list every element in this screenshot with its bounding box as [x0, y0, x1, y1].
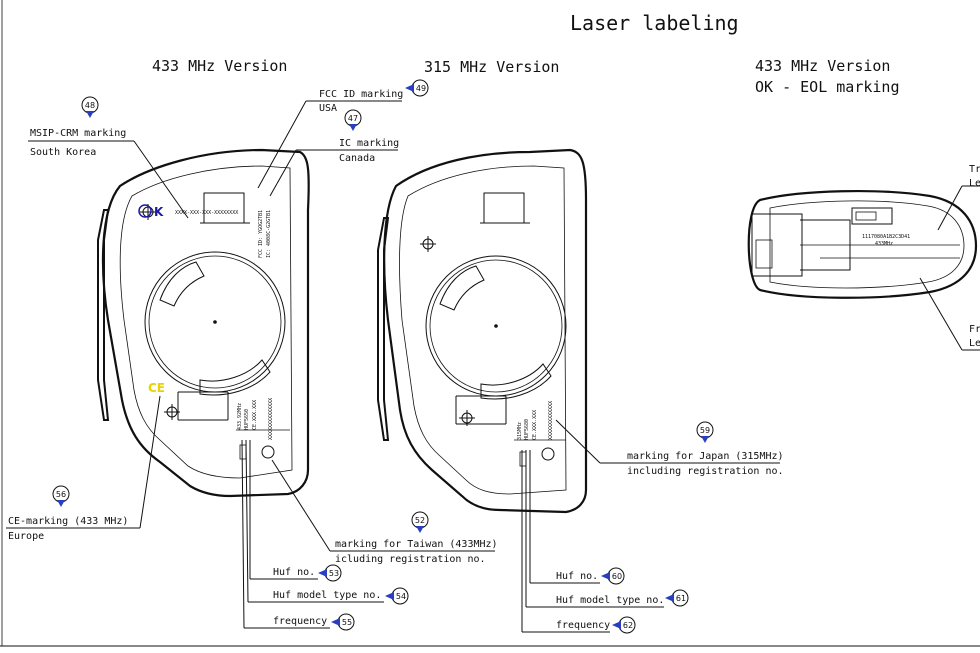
edge-label-top-2: Le [969, 178, 980, 189]
engraving-korea: XXXX-XXX-XXX-XXXXXXXX [175, 210, 238, 216]
engraving-fcc: FCC ID: YGOG2TB1 [258, 210, 264, 258]
edge-label-bottom-2: Le [969, 338, 980, 349]
callout-48: 48 MSIP-CRM marking South Korea [28, 96, 189, 219]
callout-59-number: 59 [700, 426, 710, 435]
callout-53-label: Huf no. [273, 567, 315, 578]
title-433-eol-line2: OK - EOL marking [755, 78, 900, 96]
callout-53: Huf no. 53 [249, 440, 342, 582]
callout-55-number: 55 [342, 618, 352, 627]
callout-47-number: 47 [348, 114, 358, 123]
callout-55: frequency 55 [241, 439, 355, 631]
callout-62-number: 62 [623, 621, 633, 630]
callout-47: 47 IC marking Canada [269, 109, 399, 197]
callout-62: frequency 62 [521, 450, 636, 634]
ce-mark-icon: CE [148, 381, 165, 395]
callout-59-sublabel: including registration no. [627, 466, 784, 477]
callout-55-label: frequency [273, 616, 327, 627]
key-433-drawing [97, 148, 310, 498]
callout-49-number: 49 [416, 84, 426, 93]
callout-53-number: 53 [329, 569, 339, 578]
key-eol-side-drawing [747, 189, 978, 299]
callout-61-number: 61 [676, 594, 686, 603]
callout-59: 59 marking for Japan (315MHz) including … [555, 419, 784, 477]
callout-47-label: IC marking [339, 138, 399, 149]
callout-52-number: 52 [415, 516, 425, 525]
engraving-eol-freq: 433MHz [875, 241, 893, 247]
callout-56-label: CE-marking (433 MHz) [8, 516, 128, 527]
kc-mark-icon: K [138, 204, 164, 219]
engraving-b-japan: XXXXXXXXXXXXX [548, 401, 554, 440]
callout-48-label: MSIP-CRM marking [30, 128, 126, 139]
callout-52-label: marking for Taiwan (433MHz) [335, 539, 498, 550]
callout-47-sublabel: Canada [339, 153, 375, 164]
edge-label-top-1: Tr [969, 164, 980, 175]
drawing-title: Laser labeling [570, 11, 739, 35]
callout-61-label: Huf model type no. [556, 595, 664, 606]
engraving-ic: IC: 4008C-G2GTB1 [266, 210, 272, 258]
callout-56: 56 CE-marking (433 MHz) Europe [6, 395, 161, 542]
engraving-b-huf-no: 315MHz [517, 422, 523, 440]
callout-49-sublabel: USA [319, 103, 337, 114]
callout-61: Huf model type no. 61 [525, 450, 689, 608]
callout-54-label: Huf model type no. [273, 590, 381, 601]
engraving-a-huf-type: HUF5650 [244, 409, 250, 430]
engraving-b-freq: CE.XXX.XXX [532, 410, 538, 440]
callout-62-label: frequency [556, 620, 610, 631]
callout-49-label: FCC ID marking [319, 89, 403, 100]
callout-56-sublabel: Europe [8, 531, 44, 542]
key-315-drawing [377, 148, 588, 514]
callout-48-sublabel: South Korea [30, 147, 96, 158]
svg-text:K: K [154, 205, 164, 219]
callout-49: FCC ID marking USA 49 [257, 79, 429, 189]
title-433-version: 433 MHz Version [152, 57, 287, 75]
callout-54-number: 54 [396, 592, 406, 601]
engraving-eol-id: 1117080A1B2C3D41 [862, 234, 910, 240]
callout-52-sublabel: icluding registration no. [335, 554, 486, 565]
callout-48-number: 48 [85, 101, 95, 110]
callout-60: Huf no. 60 [529, 450, 625, 585]
engraving-a-freq: CE.XXX.XXX [252, 400, 258, 430]
callout-52: 52 marking for Taiwan (433MHz) icluding … [271, 459, 498, 565]
callout-54: Huf model type no. 54 [245, 439, 409, 605]
callout-59-label: marking for Japan (315MHz) [627, 451, 784, 462]
edge-label-bottom-1: Fr [969, 324, 980, 335]
callout-56-number: 56 [56, 490, 66, 499]
engraving-a-taiwan: XXXXXXXXXXXXXX [268, 398, 274, 440]
title-315-version: 315 MHz Version [424, 58, 559, 76]
callout-60-label: Huf no. [556, 571, 598, 582]
callout-60-number: 60 [612, 572, 622, 581]
engraving-b-huf-type: HUF5680 [524, 419, 530, 440]
title-433-eol-line1: 433 MHz Version [755, 57, 890, 75]
engraving-a-huf-no: 433.92MHz [237, 403, 243, 430]
